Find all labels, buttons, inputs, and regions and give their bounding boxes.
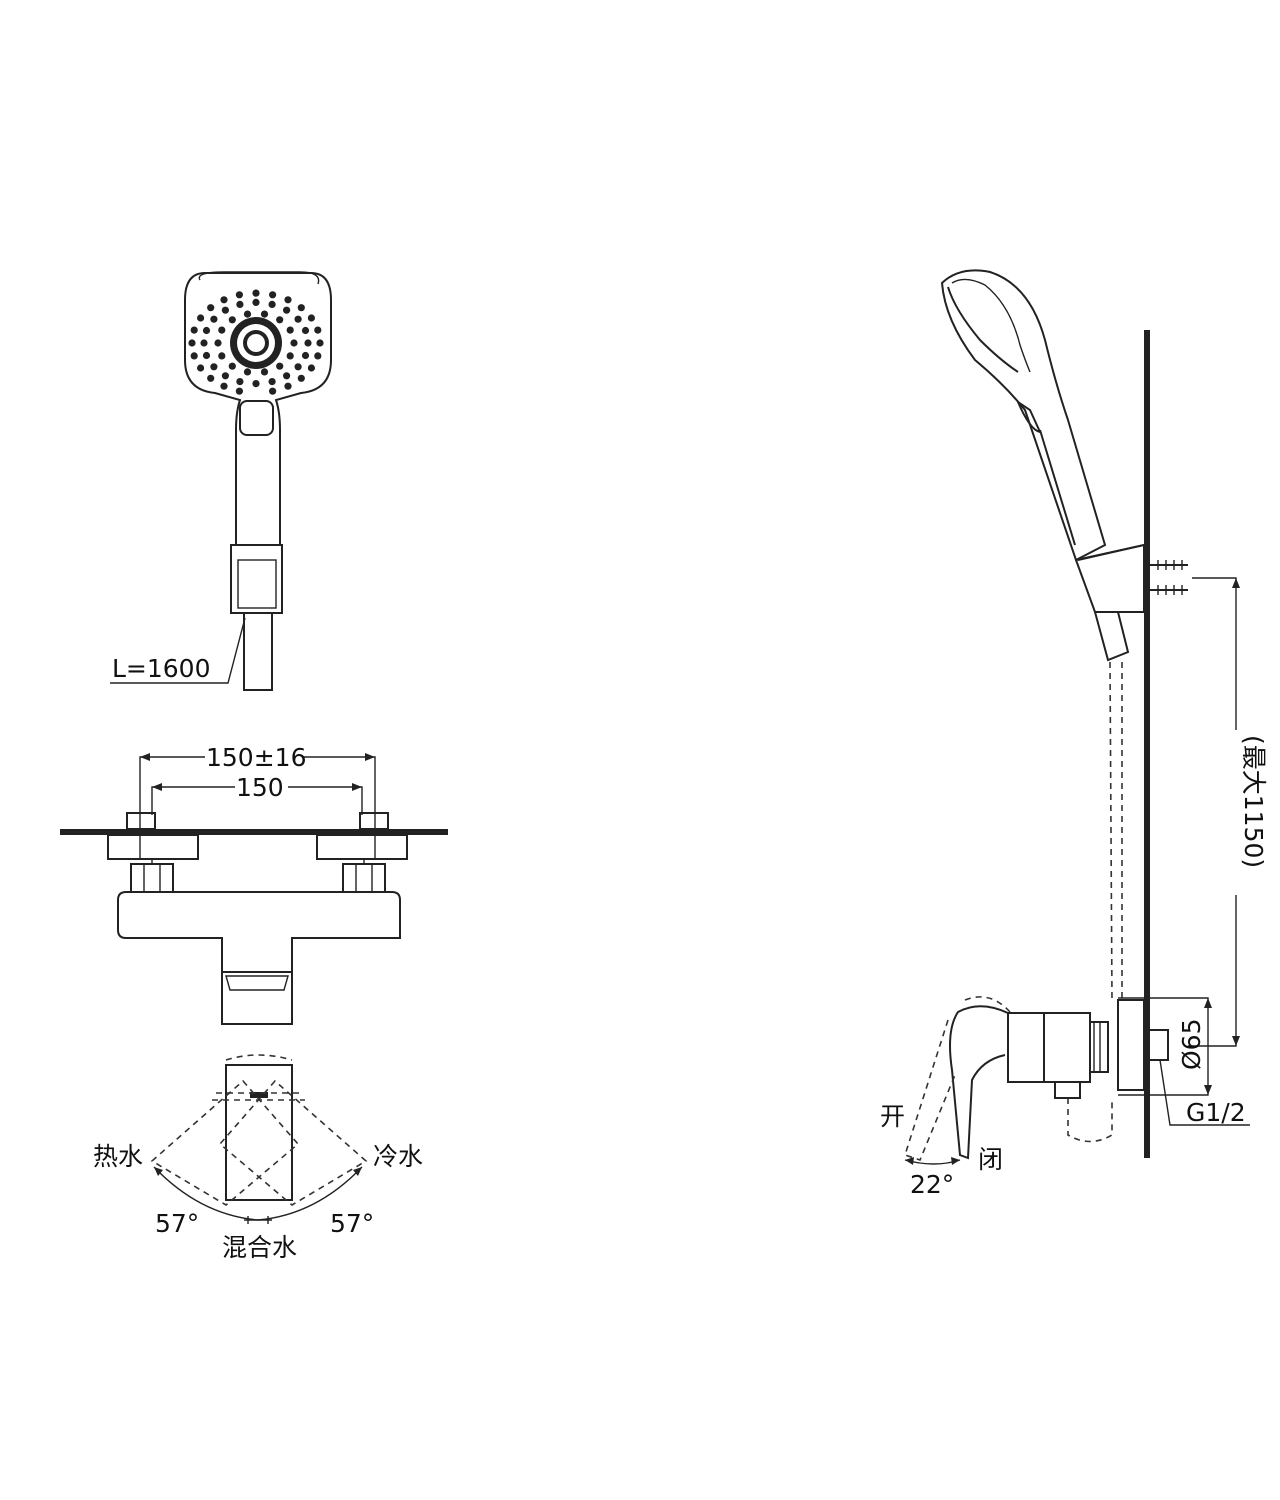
spray-nozzle	[235, 291, 243, 299]
angle-cold-label: 57°	[330, 1209, 374, 1238]
spray-nozzle	[284, 296, 292, 304]
spray-nozzle	[314, 326, 322, 334]
spray-nozzle	[268, 378, 276, 386]
spray-nozzle	[260, 368, 269, 376]
spray-nozzle	[269, 291, 277, 299]
spray-nozzle	[294, 315, 302, 323]
spray-nozzle	[316, 339, 324, 347]
mixer-top-view: 热水 冷水 57° 57° 混合水	[93, 1054, 423, 1262]
spray-nozzle	[283, 372, 291, 380]
spray-nozzle	[268, 300, 276, 308]
spray-nozzle	[301, 351, 310, 360]
spray-nozzles	[188, 289, 324, 395]
spray-nozzle	[269, 387, 277, 395]
spray-nozzle	[236, 300, 244, 308]
spray-nozzle	[284, 382, 292, 390]
spray-nozzle	[283, 306, 291, 314]
hot-water-label: 热水	[93, 1142, 143, 1171]
spray-nozzle	[260, 310, 269, 318]
spray-nozzle	[286, 352, 294, 360]
open-label: 开	[880, 1102, 905, 1131]
shower-side-view: 开 闭 22° (最大1150) Ø65 G1/2	[880, 269, 1268, 1199]
mixed-water-label: 混合水	[222, 1233, 297, 1262]
spray-nozzle	[197, 314, 205, 322]
spray-nozzle	[252, 380, 260, 388]
spray-nozzle	[188, 339, 196, 347]
hose-length-label: L=1600	[112, 654, 211, 683]
lever-angle-label: 22°	[910, 1170, 954, 1199]
spray-nozzle	[276, 316, 284, 324]
spray-nozzle	[294, 363, 302, 371]
spray-nozzle	[190, 326, 198, 334]
spray-nozzle	[290, 339, 298, 347]
spray-nozzle	[276, 362, 284, 370]
spray-nozzle	[218, 326, 226, 334]
spray-nozzle	[220, 382, 228, 390]
spray-nozzle	[220, 296, 228, 304]
spray-nozzle	[210, 363, 218, 371]
center-distance-tolerance-label: 150±16	[206, 743, 306, 772]
spray-nozzle	[197, 364, 205, 372]
spray-nozzle	[286, 326, 294, 334]
spray-nozzle	[243, 310, 252, 318]
spray-nozzle	[243, 368, 252, 376]
thread-label: G1/2	[1186, 1098, 1246, 1127]
spray-nozzle	[221, 306, 229, 314]
spray-nozzle	[200, 339, 208, 347]
spray-nozzle	[202, 326, 211, 335]
close-label: 闭	[978, 1145, 1003, 1174]
mixer-front-view: 150±16 150	[60, 743, 448, 1025]
spray-nozzle	[190, 352, 198, 360]
spray-nozzle	[218, 352, 226, 360]
spray-nozzle	[304, 339, 312, 347]
spray-nozzle	[221, 372, 229, 380]
spray-nozzle	[252, 289, 260, 297]
spray-nozzle	[214, 339, 222, 347]
spray-nozzle	[301, 326, 310, 335]
spray-nozzle	[307, 364, 315, 372]
spray-nozzle	[202, 351, 211, 360]
diameter-label: Ø65	[1177, 1019, 1206, 1071]
spray-nozzle	[207, 374, 215, 382]
spray-nozzle	[228, 316, 236, 324]
spray-nozzle	[307, 314, 315, 322]
cold-water-label: 冷水	[373, 1142, 423, 1171]
spray-nozzle	[228, 362, 236, 370]
spray-nozzle	[297, 304, 305, 312]
hand-shower-front-view: L=1600	[110, 271, 332, 691]
spray-nozzle	[314, 352, 322, 360]
spray-nozzle	[235, 387, 243, 395]
spray-nozzle	[252, 298, 260, 306]
spray-nozzle	[236, 378, 244, 386]
center-distance-label: 150	[236, 773, 284, 802]
spray-nozzle	[297, 374, 305, 382]
spray-nozzle	[207, 304, 215, 312]
spray-nozzle	[210, 315, 218, 323]
angle-hot-label: 57°	[155, 1209, 199, 1238]
max-height-label: (最大1150)	[1239, 735, 1268, 868]
